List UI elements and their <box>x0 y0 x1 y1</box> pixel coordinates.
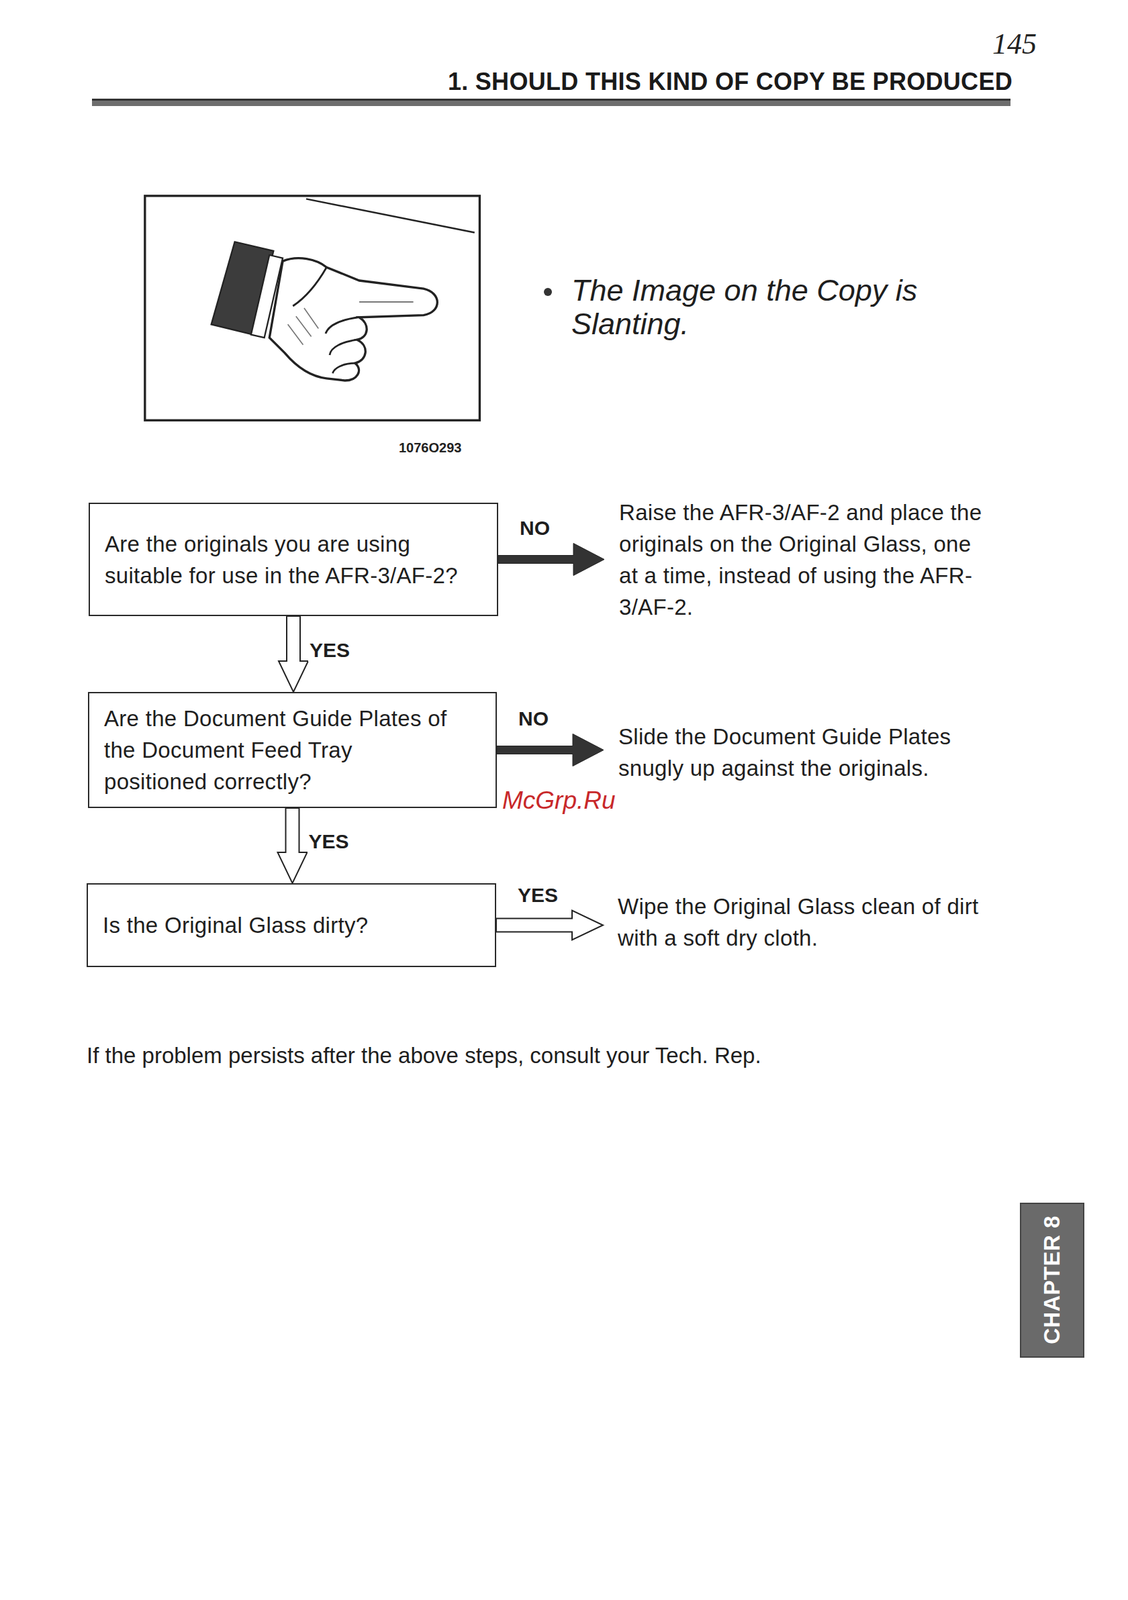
chapter-tab-text: CHAPTER 8 <box>1039 1215 1065 1345</box>
node-text: Raise the AFR-3/AF-2 and place the origi… <box>619 496 990 624</box>
knuckle-line <box>329 339 358 356</box>
branch-label: YES <box>308 639 352 663</box>
symptom-heading: The Image on the Copy is Slanting. <box>571 273 948 342</box>
node-text: Are the Document Guide Plates of the Doc… <box>104 702 460 798</box>
action-text: Raise the AFR-3/AF-2 and place the origi… <box>619 494 990 626</box>
action-text: Slide the Document Guide Plates snugly u… <box>618 718 995 789</box>
decision-box: Are the Document Guide Plates of the Doc… <box>87 692 497 809</box>
pointing-hand-figure <box>145 196 481 421</box>
figure-code: 1076O293 <box>398 440 462 456</box>
watermark: McGrp.Ru <box>502 786 616 816</box>
branch-label: YES <box>307 830 351 854</box>
decision-box: Is the Original Glass dirty? <box>86 883 497 968</box>
footer-note: If the problem persists after the above … <box>86 1043 762 1069</box>
finger-shading <box>359 301 414 303</box>
branch-label: NO <box>518 517 552 540</box>
branch-label: NO <box>517 707 550 731</box>
decision-box: Are the originals you are using suitable… <box>88 502 499 617</box>
yes-arrow <box>496 911 603 941</box>
node-text: Slide the Document Guide Plates snugly u… <box>618 721 995 785</box>
hand-outline <box>269 258 438 381</box>
node-text: Are the originals you are using suitable… <box>104 528 471 592</box>
branch-label: YES <box>516 884 560 908</box>
header-rule-edge <box>91 98 1011 101</box>
header-rule <box>91 98 1011 107</box>
thumb-line <box>292 267 327 307</box>
yes-arrow <box>277 808 308 884</box>
action-text: Wipe the Original Glass clean of dirt wi… <box>617 888 984 959</box>
node-text: Is the Original Glass dirty? <box>102 909 479 942</box>
node-text: Wipe the Original Glass clean of dirt wi… <box>617 890 984 955</box>
chapter-tab <box>1020 1203 1084 1358</box>
knuckle-line <box>325 317 360 334</box>
section-header: 1. SHOULD THIS KIND OF COPY BE PRODUCED <box>447 67 1013 97</box>
slanted-paper-edge <box>306 198 475 233</box>
no-arrow <box>498 543 605 577</box>
bullet-dot <box>543 288 552 297</box>
figure-frame <box>145 196 481 421</box>
knuckle-line <box>333 363 356 374</box>
page-number: 145 <box>992 26 1037 62</box>
no-arrow <box>496 734 604 767</box>
yes-arrow <box>278 616 309 693</box>
hand-shading <box>288 308 319 346</box>
